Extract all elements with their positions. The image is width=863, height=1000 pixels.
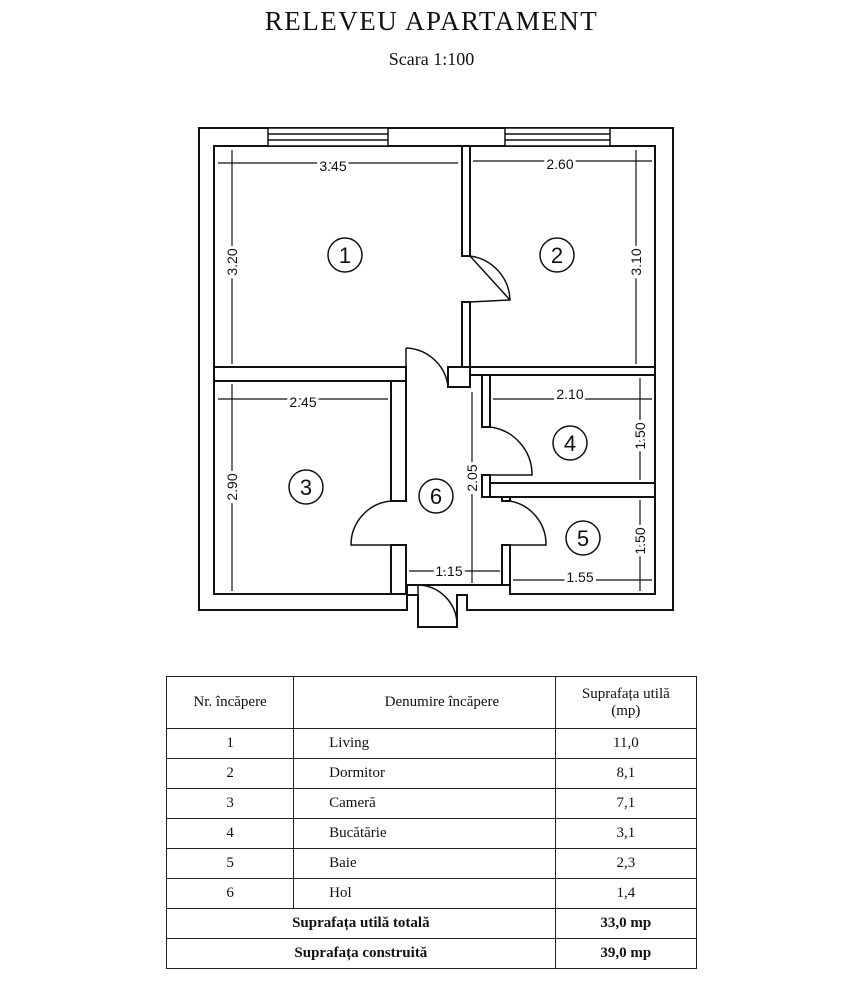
dim-room-2-width: 2.60 <box>546 156 573 172</box>
plan-title: RELEVEU APARTAMENT <box>264 6 599 36</box>
header-usable-area: Suprafața utilă (mp) <box>554 676 698 729</box>
table-row: 2 Dormitor 8,1 <box>165 758 698 789</box>
room-marker-2: 2 <box>539 237 575 273</box>
total-built-label: Suprafața construită <box>166 938 556 969</box>
table-header-row: Nr. încăpere Denumire încăpere Suprafața… <box>165 676 698 729</box>
row-number: 1 <box>165 728 295 759</box>
door-room-1-hall <box>405 347 449 387</box>
row-name: Dormitor <box>293 758 556 789</box>
floor-plan: 3.45 3.20 2.60 3.10 2.45 2.90 2.10 1.50 … <box>198 127 674 628</box>
row-name: Cameră <box>293 788 556 819</box>
dim-room-1-length: 3.20 <box>224 248 240 275</box>
header-room-number: Nr. încăpere <box>165 676 295 729</box>
door-room-4 <box>489 426 533 476</box>
total-built-row: Suprafața construită 39,0 mp <box>166 938 698 969</box>
dim-room-2-length: 3.10 <box>628 248 644 275</box>
svg-text:3: 3 <box>300 475 312 500</box>
plan-scale: Scara 1:100 <box>388 49 475 69</box>
row-number: 3 <box>165 788 295 819</box>
door-room-3 <box>350 500 392 546</box>
dim-room-4-width: 2.10 <box>556 386 583 402</box>
svg-text:6: 6 <box>430 484 442 509</box>
row-area: 7,1 <box>554 788 698 819</box>
room-marker-6: 6 <box>418 478 454 514</box>
row-area: 1,4 <box>554 878 698 909</box>
room-area-table: Nr. încăpere Denumire încăpere Suprafața… <box>165 676 698 969</box>
dim-hall-width: 1.15 <box>435 563 462 579</box>
dim-room-3-width: 2.45 <box>289 394 316 410</box>
row-number: 5 <box>165 848 295 879</box>
table-row: 6 Hol 1,4 <box>165 878 698 909</box>
table-row: 1 Living 11,0 <box>165 728 698 759</box>
row-number: 4 <box>165 818 295 849</box>
header-room-name: Denumire încăpere <box>293 676 556 729</box>
dim-room-5-length: 1.50 <box>632 527 648 554</box>
window-room-2 <box>504 127 611 147</box>
row-number: 2 <box>165 758 295 789</box>
table-row: 3 Cameră 7,1 <box>165 788 698 819</box>
row-area: 3,1 <box>554 818 698 849</box>
entrance-door <box>417 584 458 627</box>
room-marker-5: 5 <box>565 520 601 556</box>
row-name: Baie <box>293 848 556 879</box>
door-room-5 <box>509 500 547 546</box>
dim-room-3-length: 2.90 <box>224 473 240 500</box>
room-marker-3: 3 <box>288 469 324 505</box>
room-marker-1: 1 <box>327 237 363 273</box>
row-name: Living <box>293 728 556 759</box>
svg-text:4: 4 <box>564 431 576 456</box>
room-marker-4: 4 <box>552 425 588 461</box>
dim-room-5-width: 1.55 <box>566 569 593 585</box>
total-usable-value: 33,0 mp <box>554 908 698 939</box>
header-area-line2: (mp) <box>611 702 641 719</box>
table-row: 5 Baie 2,3 <box>165 848 698 879</box>
table-row: 4 Bucătărie 3,1 <box>165 818 698 849</box>
row-name: Bucătărie <box>293 818 556 849</box>
svg-text:2: 2 <box>551 243 563 268</box>
interior-walls <box>213 145 656 595</box>
total-usable-label: Suprafața utilă totală <box>166 908 556 939</box>
header-area-line1: Suprafața utilă <box>581 685 670 702</box>
row-area: 8,1 <box>554 758 698 789</box>
row-area: 2,3 <box>554 848 698 879</box>
total-built-value: 39,0 mp <box>554 938 698 969</box>
row-name: Hol <box>293 878 556 909</box>
door-room-1-2 <box>469 255 511 303</box>
row-number: 6 <box>165 878 295 909</box>
dimension-lines <box>218 150 652 591</box>
window-room-1 <box>267 127 389 147</box>
dim-hall-length: 2.05 <box>464 464 480 491</box>
row-area: 11,0 <box>554 728 698 759</box>
total-usable-row: Suprafața utilă totală 33,0 mp <box>166 908 698 939</box>
dim-room-1-width: 3.45 <box>319 158 346 174</box>
dim-room-4-length: 1.50 <box>632 422 648 449</box>
svg-text:1: 1 <box>339 243 351 268</box>
svg-text:5: 5 <box>577 526 589 551</box>
